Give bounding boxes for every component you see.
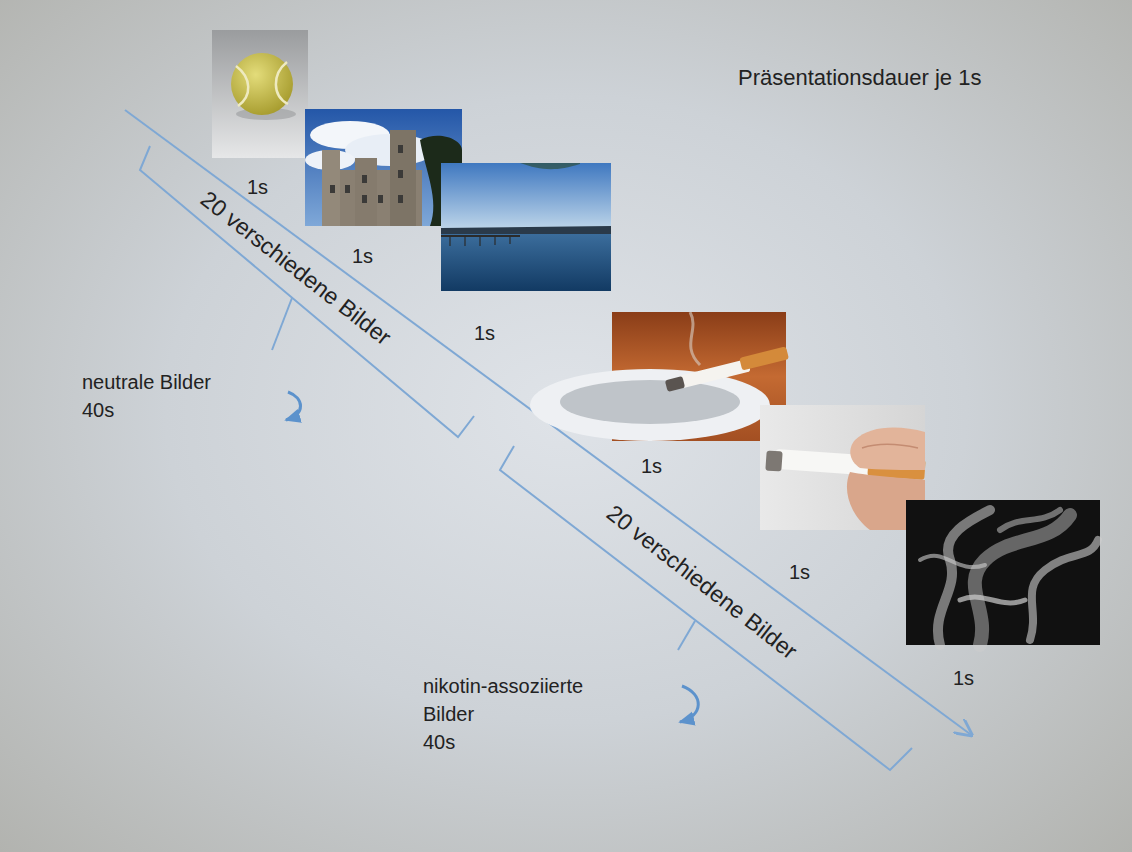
- block-label: nikotin-assoziierte Bilder: [423, 672, 608, 728]
- time-label: 1s: [953, 664, 974, 692]
- time-label: 1s: [789, 558, 810, 586]
- block-duration: 40s: [82, 396, 114, 424]
- time-label: 1s: [474, 319, 495, 347]
- block-duration: 40s: [423, 728, 455, 756]
- time-label: 1s: [247, 173, 268, 201]
- block-label: neutrale Bilder: [82, 368, 242, 396]
- time-label: 1s: [641, 452, 662, 480]
- duration-note: Präsentationsdauer je 1s: [738, 64, 981, 92]
- time-label: 1s: [352, 242, 373, 270]
